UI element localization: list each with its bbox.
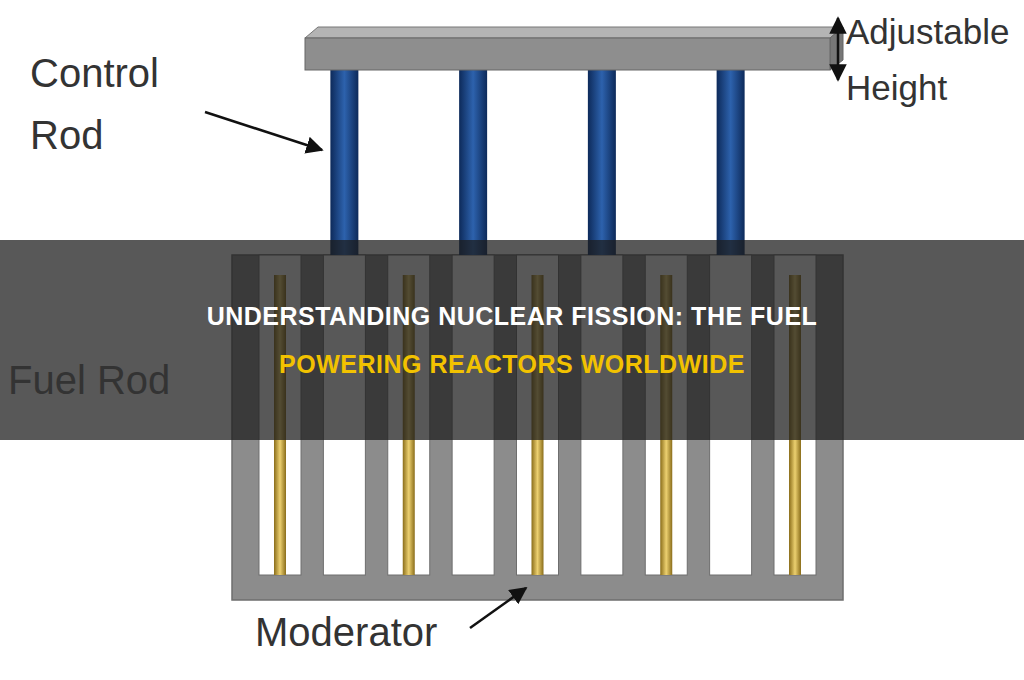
part-label: Control Rod bbox=[30, 42, 200, 166]
control-rods bbox=[330, 70, 744, 255]
leader-arrow bbox=[205, 112, 322, 150]
title: UNDERSTANDING NUCLEAR FISSION: THE FUEL … bbox=[152, 293, 872, 388]
control-rod bbox=[717, 70, 745, 255]
dimension-label: Adjustable Height bbox=[846, 4, 1018, 116]
height-arrow bbox=[837, 18, 840, 80]
part-label: Moderator bbox=[255, 608, 515, 656]
control-rod bbox=[330, 70, 358, 255]
control-rod bbox=[588, 70, 616, 255]
control-rod bbox=[459, 70, 487, 255]
part-label: Fuel Rod bbox=[8, 356, 268, 404]
rod-holder-bar bbox=[305, 27, 843, 70]
title-banner bbox=[0, 240, 1024, 440]
leader-arrow bbox=[470, 588, 526, 628]
